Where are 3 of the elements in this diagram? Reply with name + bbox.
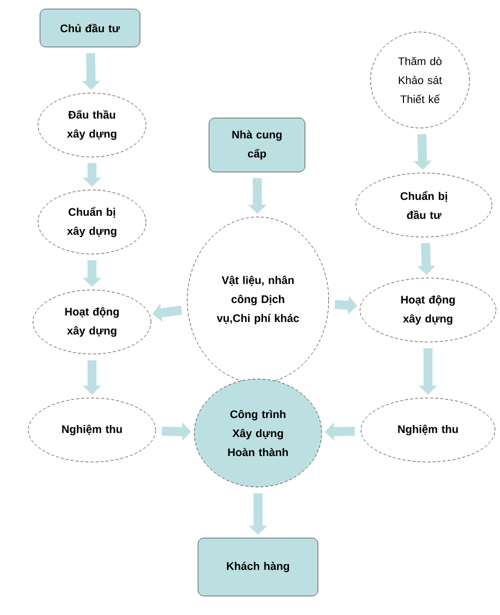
rounded-box: Chủ đầu tư xyxy=(40,8,140,48)
rounded-box: Nhà cung cấp xyxy=(208,118,306,172)
rounded-box: Khách hàng xyxy=(198,538,318,596)
